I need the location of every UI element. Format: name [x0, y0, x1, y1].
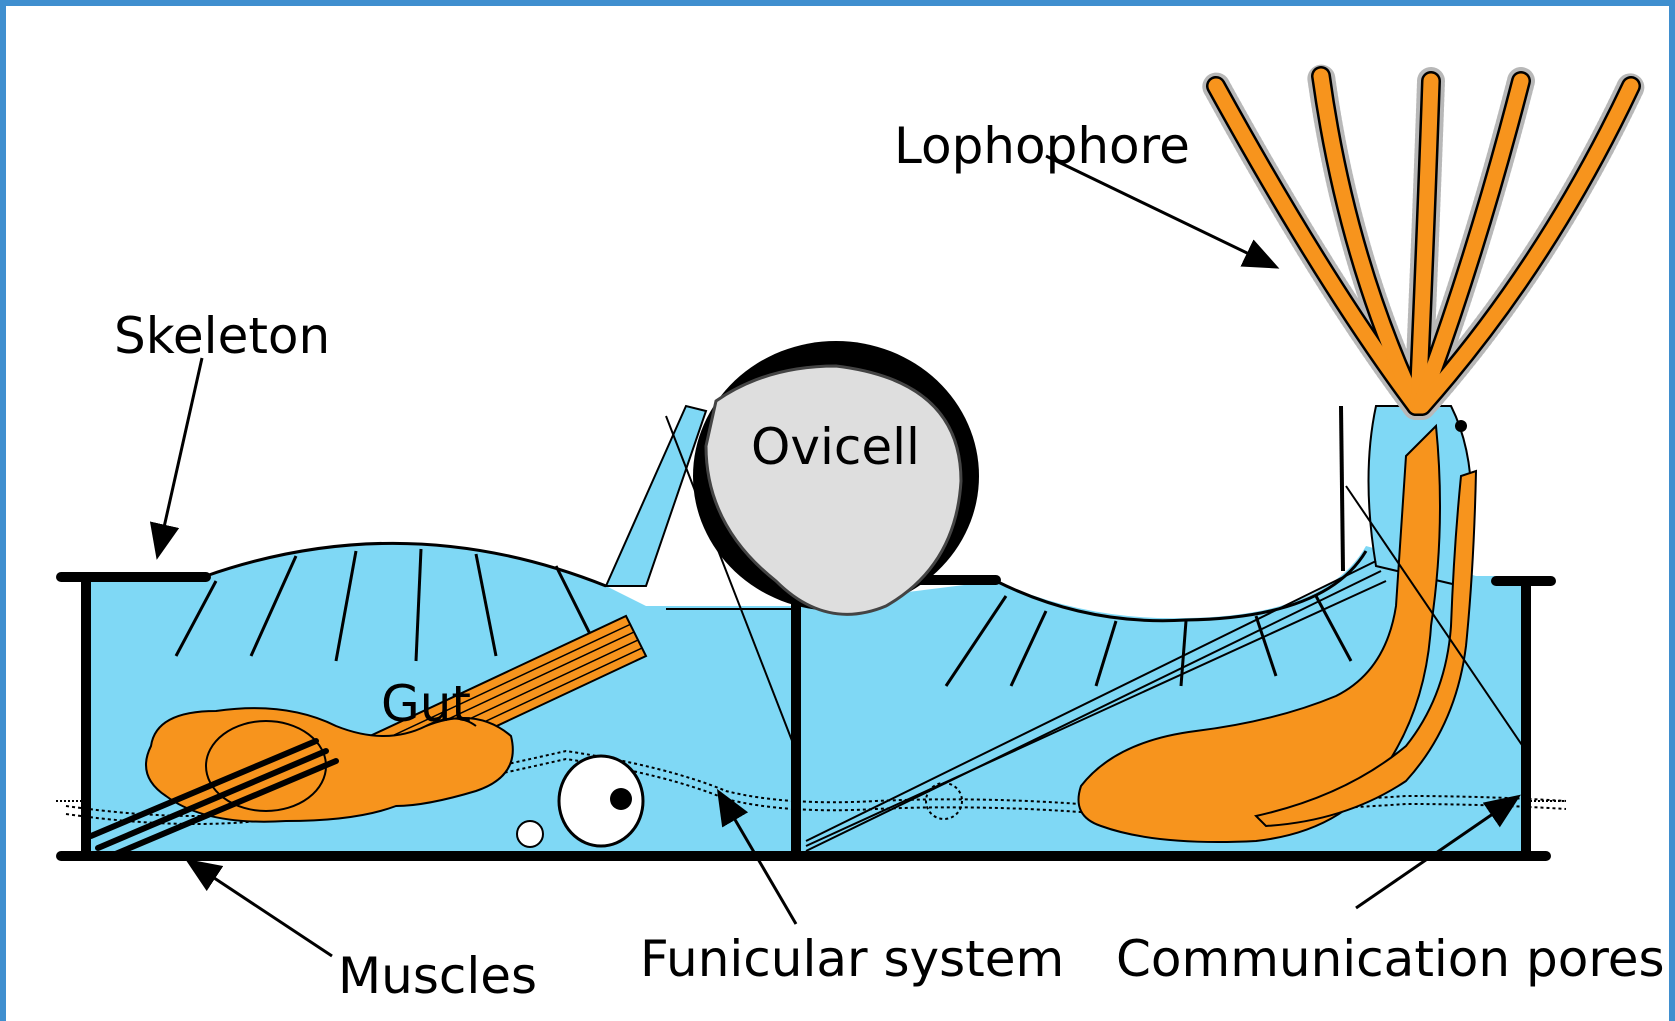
- label-communication-pores: Communication pores: [1116, 930, 1665, 988]
- label-gut: Gut: [381, 675, 471, 733]
- label-funicular-system: Funicular system: [640, 930, 1064, 988]
- label-muscles: Muscles: [338, 947, 537, 1005]
- muscles-arrow: [190, 862, 332, 956]
- lophophore-tentacles: [1216, 76, 1631, 406]
- label-ovicell: Ovicell: [751, 418, 920, 476]
- label-skeleton: Skeleton: [114, 307, 330, 365]
- bryozoan-zooid-diagram: Lophophore Skeleton Ovicell Gut Muscles …: [6, 6, 1669, 1021]
- ovicell-stalk: [606, 406, 706, 586]
- label-lophophore: Lophophore: [894, 117, 1190, 175]
- skeleton-arrow: [158, 358, 202, 554]
- diagram-frame: Lophophore Skeleton Ovicell Gut Muscles …: [6, 6, 1669, 1021]
